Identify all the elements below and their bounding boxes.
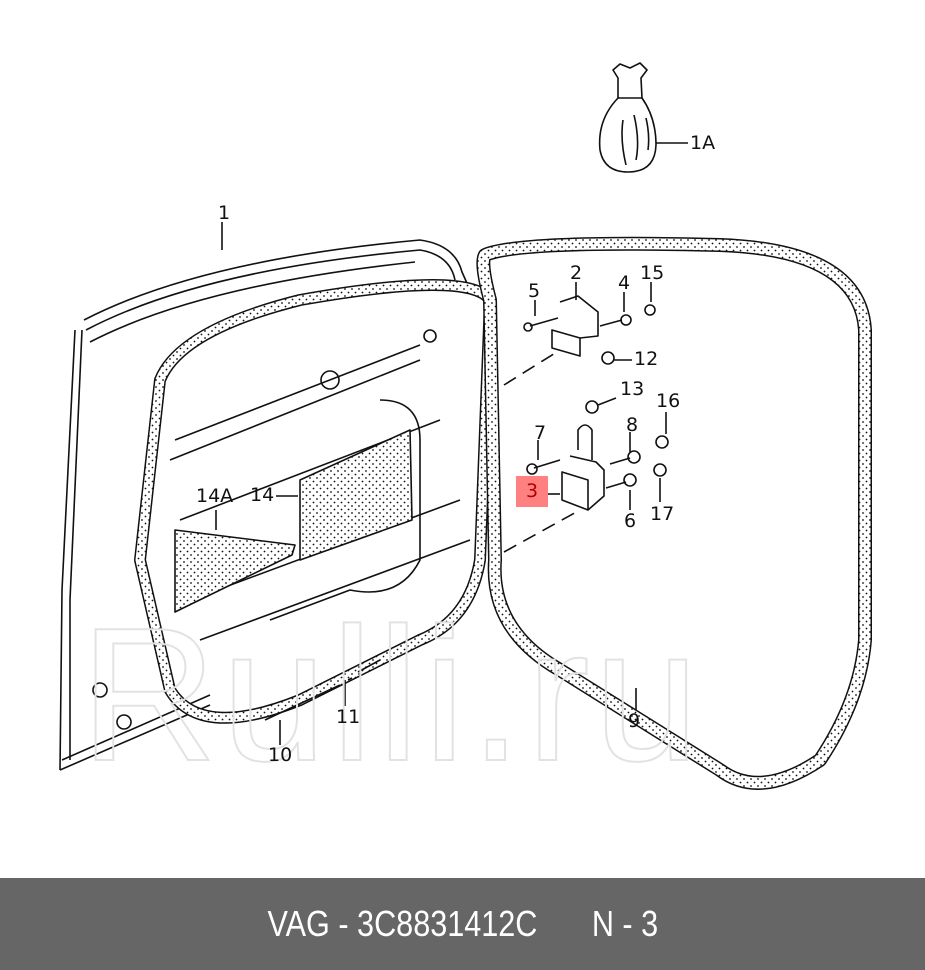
insulation-14 — [299, 429, 413, 561]
callout-1[interactable]: 1 — [218, 202, 231, 224]
callout-6[interactable]: 6 — [624, 510, 637, 532]
separator: - — [338, 903, 349, 944]
callout-14A[interactable]: 14A — [196, 485, 234, 507]
callout-10[interactable]: 10 — [268, 744, 293, 766]
footer-text: VAG - 3C8831412C N - 3 — [267, 903, 658, 945]
callout-3-highlighted[interactable]: 3 — [516, 476, 549, 507]
callout-12[interactable]: 12 — [634, 348, 659, 370]
callout-11[interactable]: 11 — [336, 706, 361, 728]
callout-14[interactable]: 14 — [250, 484, 275, 506]
callout-17[interactable]: 17 — [650, 503, 675, 525]
callout-7[interactable]: 7 — [534, 422, 547, 444]
callout-15[interactable]: 15 — [640, 262, 665, 284]
insulation-14A — [174, 529, 296, 613]
callout-16[interactable]: 16 — [656, 390, 681, 412]
position-label: N - 3 — [591, 903, 658, 944]
part-number: 3C8831412C — [356, 903, 538, 944]
callout-1A[interactable]: 1A — [690, 132, 716, 154]
lower-hinge-3 — [503, 397, 669, 553]
callout-13[interactable]: 13 — [620, 378, 645, 400]
callout-4[interactable]: 4 — [618, 272, 631, 294]
upper-hinge-2 — [503, 282, 656, 386]
callout-9[interactable]: 9 — [628, 710, 641, 732]
callout-2[interactable]: 2 — [570, 262, 583, 284]
grease-sack-1A — [598, 62, 688, 173]
callout-5[interactable]: 5 — [528, 280, 541, 302]
part-info-footer: VAG - 3C8831412C N - 3 — [0, 878, 925, 970]
door-shell-1 — [59, 222, 471, 771]
callout-8[interactable]: 8 — [626, 414, 639, 436]
brand-label: VAG — [267, 903, 330, 944]
door-drawing — [59, 62, 872, 790]
parts-diagram: Rulli.ru — [59, 62, 872, 791]
